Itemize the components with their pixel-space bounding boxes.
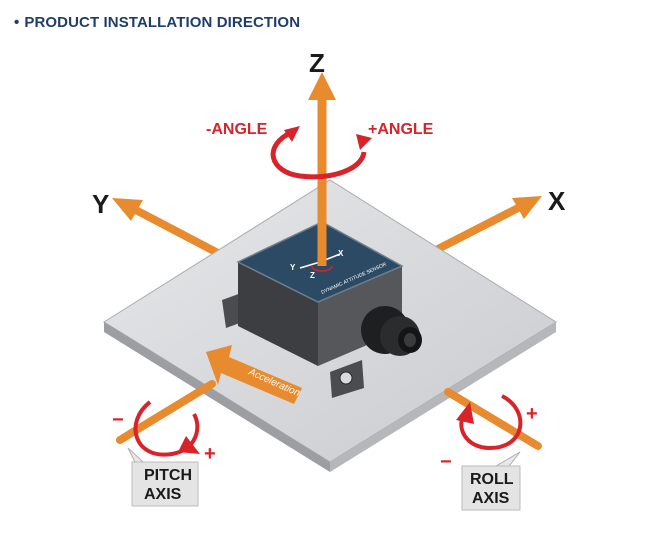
title-text: PRODUCT INSTALLATION DIRECTION — [24, 14, 301, 31]
negative-angle-label: -ANGLE — [206, 121, 268, 138]
y-axis-label: Y — [92, 189, 109, 219]
x-axis-label: X — [548, 186, 566, 216]
pitch-label-line2: AXIS — [144, 486, 182, 503]
x-axis-arrow — [428, 196, 542, 256]
pitch-plus-sign: + — [204, 443, 216, 465]
roll-axis-rod — [444, 388, 542, 450]
pitch-rotation-indicator — [133, 400, 200, 457]
positive-angle-label: +ANGLE — [368, 121, 434, 138]
page-title: •PRODUCT INSTALLATION DIRECTION — [14, 14, 300, 31]
pitch-label-line1: PITCH — [144, 467, 192, 484]
roll-label-line1: ROLL — [470, 471, 514, 488]
sensor-z-mark: Z — [310, 271, 315, 280]
sensor-x-mark: X — [338, 249, 344, 258]
pitch-minus-sign: − — [112, 409, 124, 431]
roll-plus-sign: + — [526, 403, 538, 425]
roll-label-line2: AXIS — [472, 490, 510, 507]
roll-rotation-indicator — [456, 394, 523, 451]
title-bullet: • — [14, 14, 20, 31]
z-rotation-indicator — [270, 126, 372, 180]
pitch-axis-label-box: PITCH AXIS — [131, 461, 199, 507]
roll-axis-label-box: ROLL AXIS — [461, 465, 521, 511]
sensor-y-mark: Y — [290, 263, 296, 272]
roll-minus-sign: − — [440, 451, 452, 473]
z-axis-label: Z — [309, 48, 325, 78]
